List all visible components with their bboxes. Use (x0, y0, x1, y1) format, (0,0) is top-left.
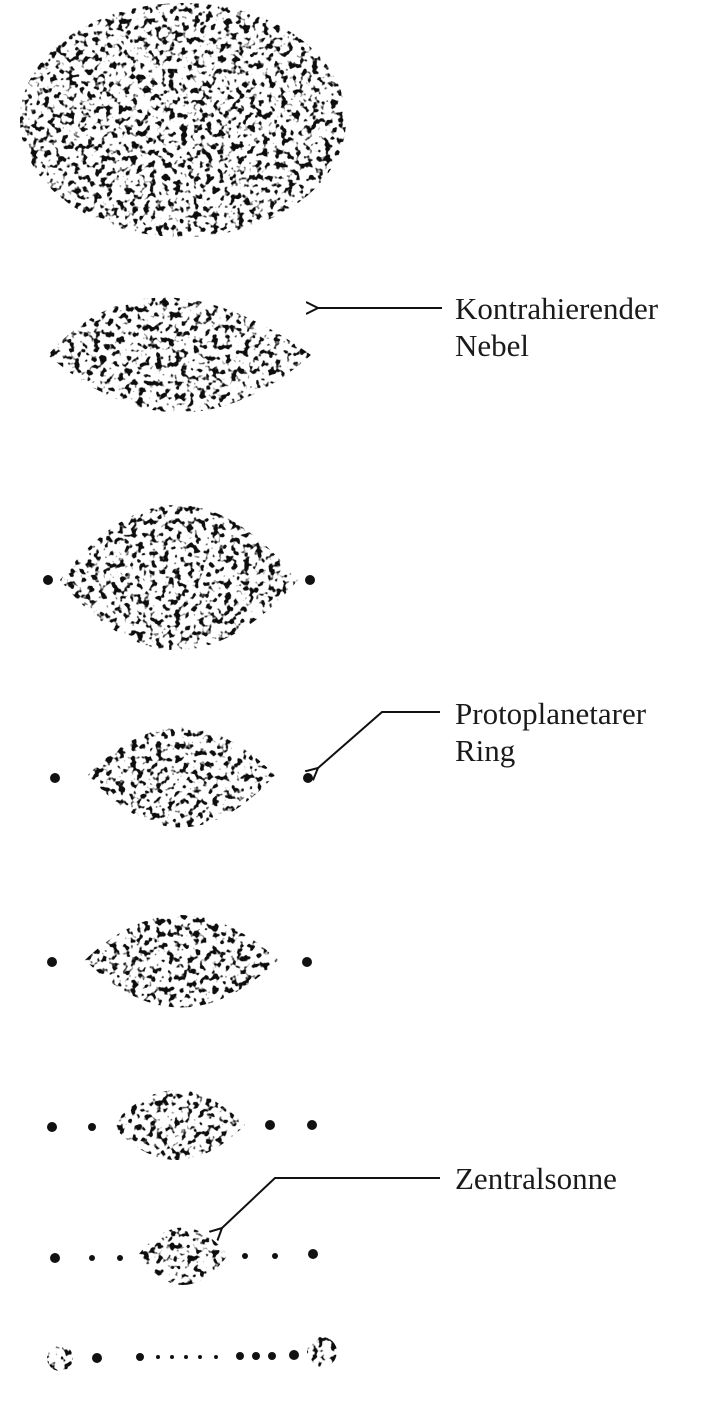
ring-dot (303, 773, 313, 783)
ring-dot (47, 1122, 57, 1132)
ring-dot (305, 575, 315, 585)
ring-dot (198, 1355, 202, 1359)
stage-6-nebula (47, 1090, 317, 1160)
ring-dot (307, 1120, 317, 1130)
stage-3-nebula (43, 505, 315, 650)
ring-dot (236, 1352, 244, 1360)
ring-dot (50, 773, 60, 783)
ring-dot (302, 957, 312, 967)
ring-dot (268, 1352, 276, 1360)
ring-dot (92, 1353, 102, 1363)
stage-2-nebula (48, 298, 311, 413)
label-nebula: Kontrahierender Nebel (455, 290, 658, 364)
ring-dot (89, 1255, 95, 1261)
ring-dot (272, 1253, 278, 1259)
ring-dot (289, 1350, 299, 1360)
ring-dot (47, 957, 57, 967)
label-nebula-line1: Kontrahierender (455, 290, 658, 327)
ring-dot (252, 1352, 260, 1360)
stage-7-nebula (50, 1228, 318, 1286)
ring-dot (50, 1253, 60, 1263)
ring-dot (184, 1355, 188, 1359)
ring-dot (265, 1120, 275, 1130)
label-ring-line2: Ring (455, 732, 646, 769)
ring-dot (214, 1355, 218, 1359)
ring-dot (170, 1355, 174, 1359)
ring-dot (136, 1353, 144, 1361)
label-ring-line1: Protoplanetarer (455, 695, 646, 732)
label-sun: Zentralsonne (455, 1160, 617, 1197)
ring-dot (43, 575, 53, 585)
label-nebula-line2: Nebel (455, 327, 658, 364)
stage-4-nebula (50, 728, 313, 828)
stage-5-nebula (47, 915, 312, 1008)
stage-1-nebula (20, 3, 346, 237)
arrow-ring (318, 712, 440, 768)
ring-dot (88, 1123, 96, 1131)
ring-dot (117, 1255, 123, 1261)
stage-8-planets (47, 1337, 337, 1371)
ring-dot (156, 1355, 160, 1359)
ring-dot (308, 1249, 318, 1259)
ring-dot (242, 1253, 248, 1259)
label-sun-line1: Zentralsonne (455, 1160, 617, 1197)
label-ring: Protoplanetarer Ring (455, 695, 646, 769)
arrow-sun (222, 1178, 440, 1228)
